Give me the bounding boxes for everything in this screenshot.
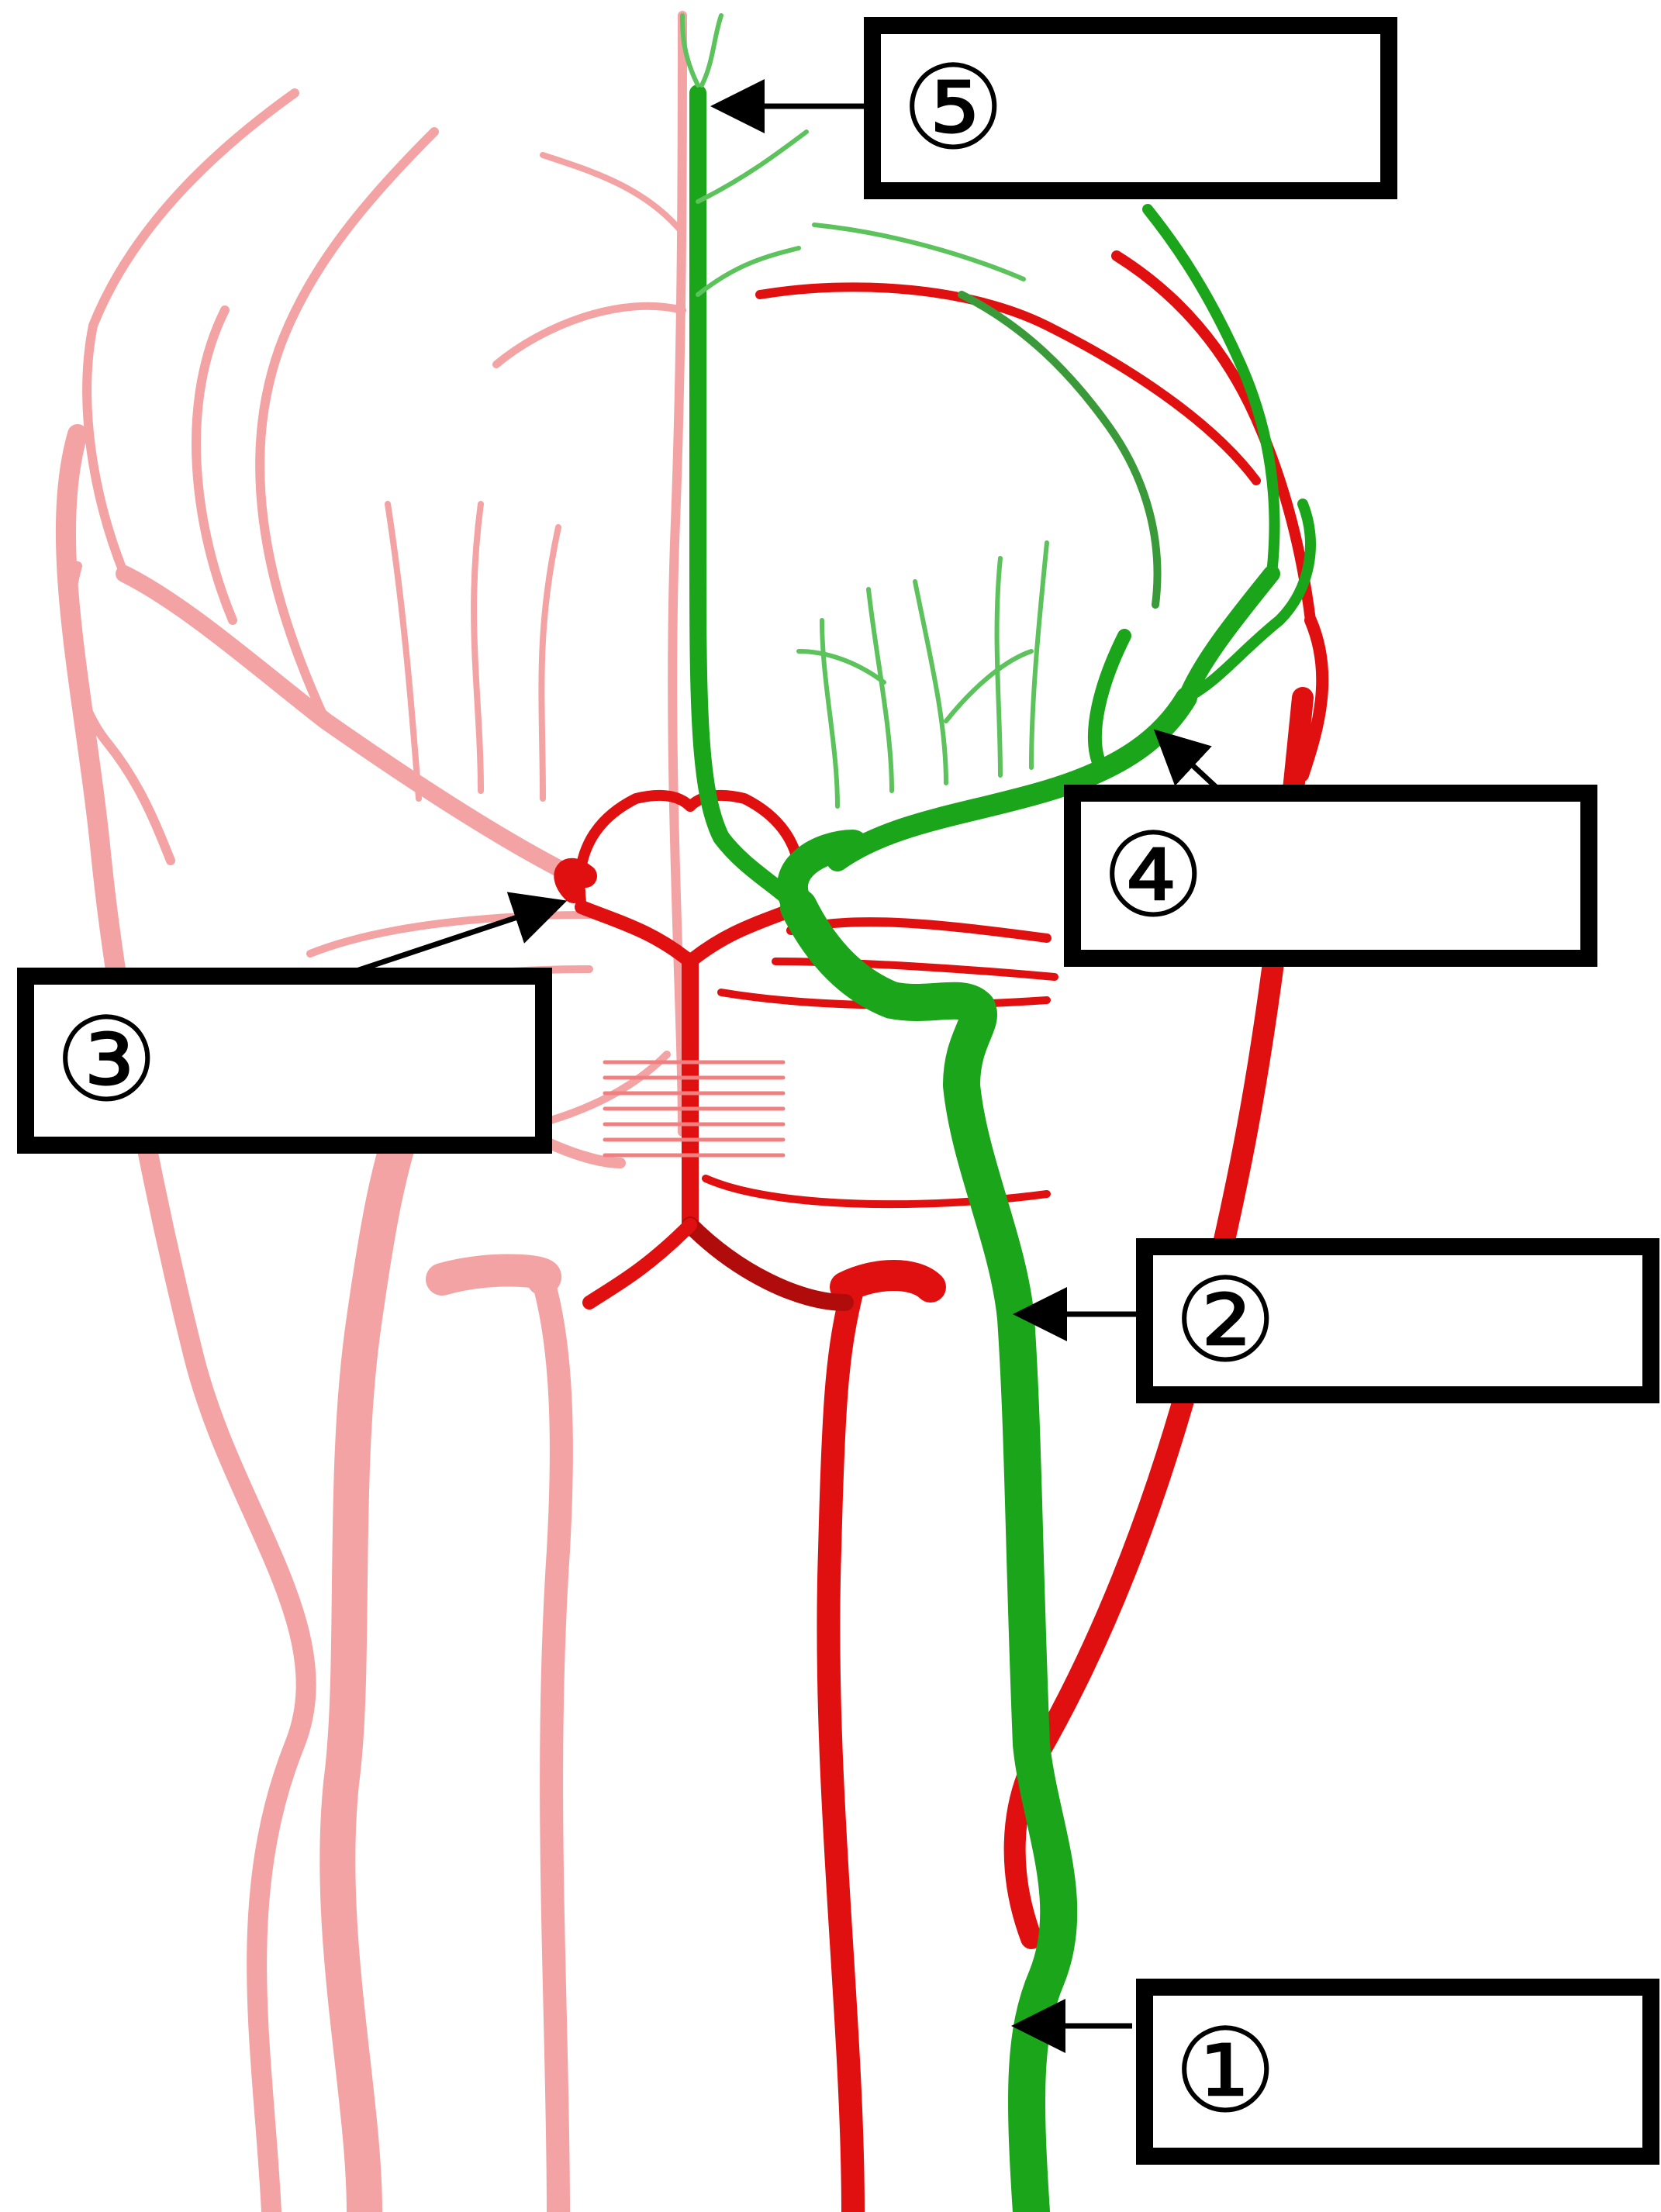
label-box-1: ① (1136, 1979, 1659, 2165)
label-number-3: ③ (54, 1002, 158, 1119)
label-box-5: ⑤ (864, 17, 1397, 199)
right-hemisphere-arteries-red (565, 256, 1322, 2212)
arrow-3 (357, 904, 557, 971)
label-number-5: ⑤ (901, 50, 1005, 167)
label-number-1: ① (1173, 2014, 1277, 2130)
label-number-2: ② (1173, 1263, 1277, 1379)
arrow-4 (1162, 737, 1216, 787)
label-box-2: ② (1136, 1238, 1659, 1403)
highlighted-artery-green (698, 93, 1310, 2212)
label-number-4: ④ (1101, 818, 1205, 934)
label-box-3: ③ (17, 968, 552, 1154)
label-box-4: ④ (1064, 785, 1597, 967)
